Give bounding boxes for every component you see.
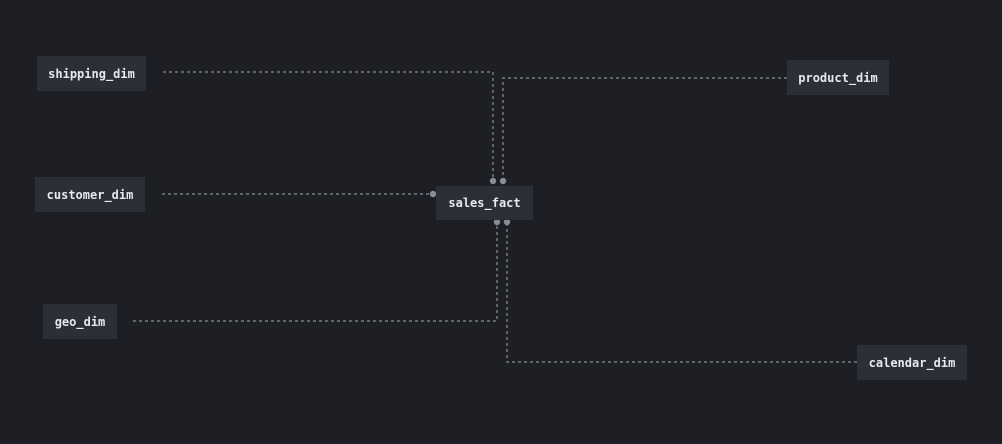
link-shipping-to-sales [163,71,494,181]
link-product-to-sales [502,77,787,181]
link-calendar-to-sales [506,222,857,363]
node-product-dim[interactable]: product_dim [787,60,889,95]
connector-dot-product [499,177,507,185]
node-shipping-dim[interactable]: shipping_dim [37,56,146,91]
node-label: customer_dim [46,187,134,202]
node-label: calendar_dim [868,355,956,370]
connector-dot-customer [429,190,437,198]
node-label: sales_fact [448,196,521,210]
node-customer-dim[interactable]: customer_dim [35,177,145,212]
connector-dot-shipping [489,177,497,185]
node-geo-dim[interactable]: geo_dim [43,304,117,339]
node-calendar-dim[interactable]: calendar_dim [857,345,967,380]
connector-dot-calendar [503,218,511,226]
connector-dot-geo [493,218,501,226]
node-label: shipping_dim [48,66,135,81]
link-geo-to-sales [133,222,498,322]
node-label: product_dim [798,70,878,85]
node-label: geo_dim [54,314,106,329]
node-sales-fact[interactable]: sales_fact [436,186,533,220]
